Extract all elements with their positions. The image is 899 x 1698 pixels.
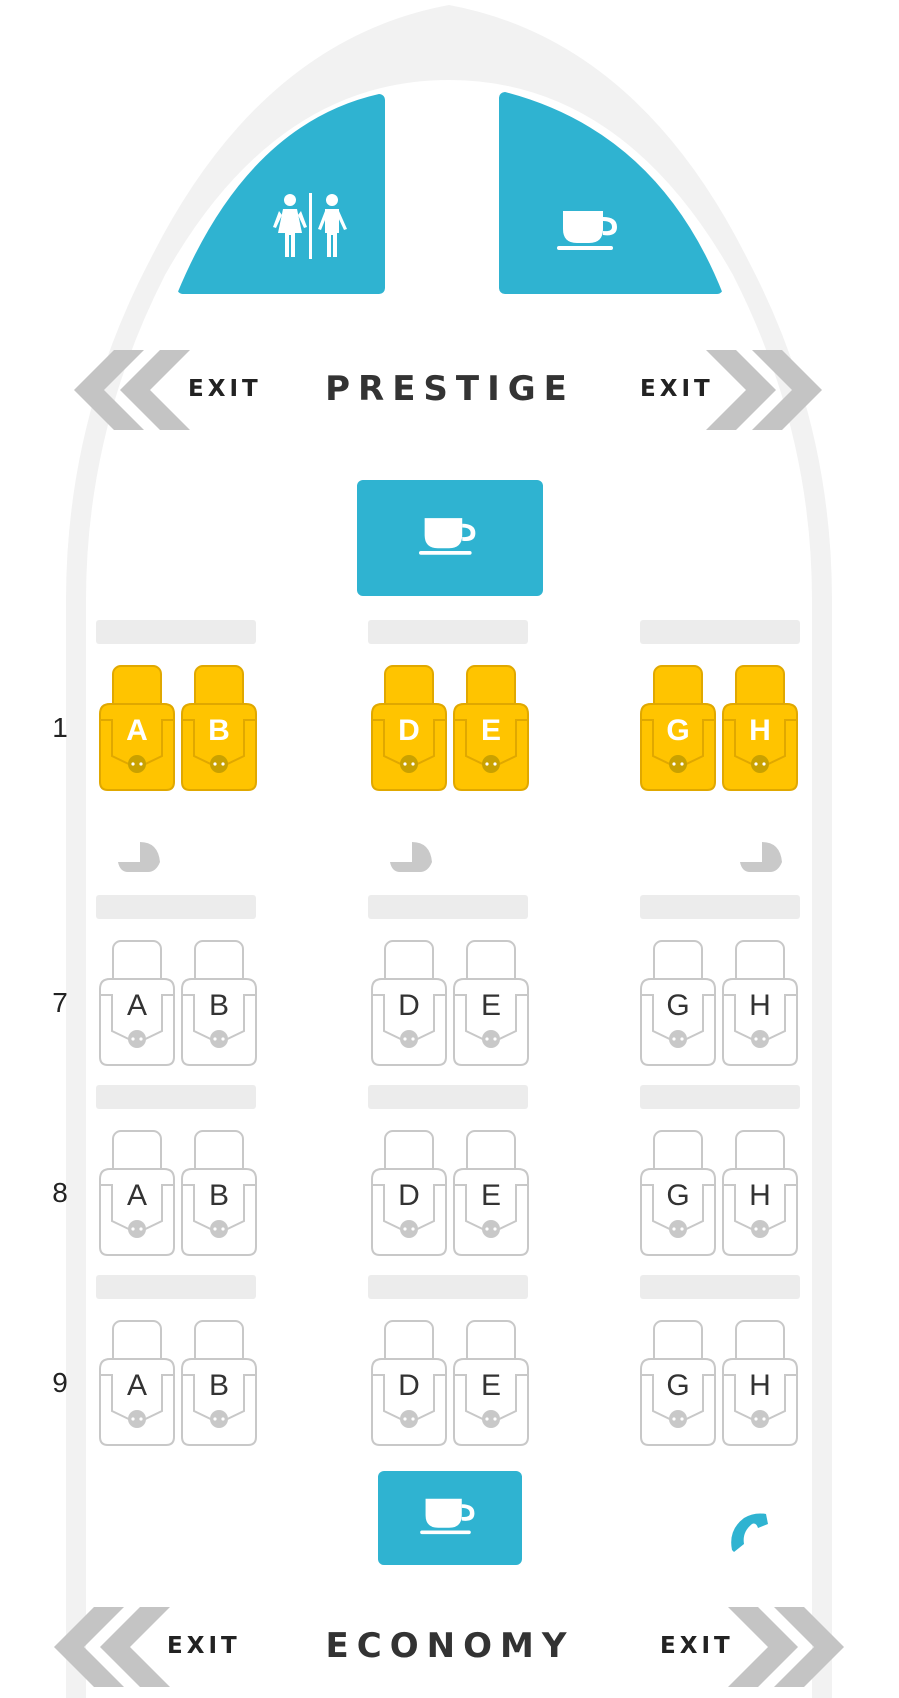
seat-9B[interactable]: B	[178, 1319, 260, 1447]
phone-icon	[731, 1513, 768, 1552]
seat-1D[interactable]: D	[368, 664, 450, 792]
row-number: 9	[52, 1367, 68, 1398]
seat-letter: H	[749, 1369, 771, 1402]
seat-9D[interactable]: D	[368, 1319, 450, 1447]
exit-right-arrow	[706, 350, 822, 430]
seat-letter: B	[208, 1179, 229, 1212]
bassinet-icon	[740, 842, 782, 872]
seat-letter: A	[126, 714, 148, 747]
seat-letter: D	[398, 1179, 420, 1212]
seat-7B[interactable]: B	[178, 939, 260, 1067]
row-divider	[640, 1275, 800, 1299]
seat-letter: B	[208, 714, 230, 747]
seat-1H[interactable]: H	[719, 664, 801, 792]
seat-letter: E	[480, 1179, 501, 1212]
row-number: 7	[52, 987, 68, 1018]
galley-rear[interactable]	[378, 1471, 522, 1565]
coffee-cup-icon	[419, 516, 481, 561]
seat-8A[interactable]: A	[96, 1129, 178, 1257]
seat-letter: G	[666, 989, 690, 1022]
row-divider	[368, 1085, 528, 1109]
seat-9E[interactable]: E	[450, 1319, 532, 1447]
seat-7D[interactable]: D	[368, 939, 450, 1067]
seat-8H[interactable]: H	[719, 1129, 801, 1257]
seat-letter: A	[126, 989, 147, 1022]
seat-7G[interactable]: G	[637, 939, 719, 1067]
seat-letter: G	[666, 1369, 690, 1402]
seat-letter: B	[208, 1369, 229, 1402]
row-divider	[96, 895, 256, 919]
seat-1E[interactable]: E	[450, 664, 532, 792]
row-divider	[640, 1085, 800, 1109]
seat-9H[interactable]: H	[719, 1319, 801, 1447]
row-divider	[640, 895, 800, 919]
coffee-cup-icon	[557, 209, 623, 256]
seat-7A[interactable]: A	[96, 939, 178, 1067]
cabin-label-prestige: PRESTIGE	[325, 369, 575, 409]
galley-mid[interactable]	[357, 480, 543, 596]
seat-letter: E	[480, 1369, 501, 1402]
bassinet-icon	[118, 842, 160, 872]
seat-letter: B	[208, 989, 229, 1022]
row-divider	[368, 620, 528, 644]
exit-label-left: EXIT	[167, 1633, 241, 1659]
exit-label-right: EXIT	[640, 376, 714, 402]
row-divider	[368, 1275, 528, 1299]
seat-letter: G	[666, 1179, 690, 1212]
row-divider	[96, 1275, 256, 1299]
row-number: 8	[52, 1177, 68, 1208]
bassinet-icon	[390, 842, 432, 872]
seat-8E[interactable]: E	[450, 1129, 532, 1257]
lavatory-icon	[273, 193, 349, 264]
exit-left-arrow	[74, 350, 190, 430]
row-divider	[96, 1085, 256, 1109]
row-divider	[640, 620, 800, 644]
row-divider	[96, 620, 256, 644]
seat-7E[interactable]: E	[450, 939, 532, 1067]
row-divider	[368, 895, 528, 919]
seat-8B[interactable]: B	[178, 1129, 260, 1257]
seat-letter: E	[480, 714, 501, 747]
exit-right-arrow	[728, 1607, 844, 1687]
seat-letter: D	[398, 989, 420, 1022]
seat-1A[interactable]: A	[96, 664, 178, 792]
seat-7H[interactable]: H	[719, 939, 801, 1067]
exit-left-arrow	[54, 1607, 170, 1687]
cabin-label-economy: ECONOMY	[325, 1626, 575, 1666]
coffee-cup-icon	[420, 1497, 480, 1540]
seat-8G[interactable]: G	[637, 1129, 719, 1257]
seat-letter: D	[398, 714, 420, 747]
seat-letter: H	[749, 1179, 771, 1212]
seat-letter: A	[126, 1369, 147, 1402]
seat-letter: E	[480, 989, 501, 1022]
seat-letter: H	[749, 714, 771, 747]
seat-8D[interactable]: D	[368, 1129, 450, 1257]
row-number: 1	[52, 712, 68, 743]
seat-letter: H	[749, 989, 771, 1022]
exit-label-right: EXIT	[660, 1633, 734, 1659]
exit-label-left: EXIT	[188, 376, 262, 402]
seat-1G[interactable]: G	[637, 664, 719, 792]
seat-letter: A	[126, 1179, 147, 1212]
seat-letter: G	[666, 714, 690, 747]
seat-letter: D	[398, 1369, 420, 1402]
seat-1B[interactable]: B	[178, 664, 260, 792]
seat-9A[interactable]: A	[96, 1319, 178, 1447]
seat-9G[interactable]: G	[637, 1319, 719, 1447]
